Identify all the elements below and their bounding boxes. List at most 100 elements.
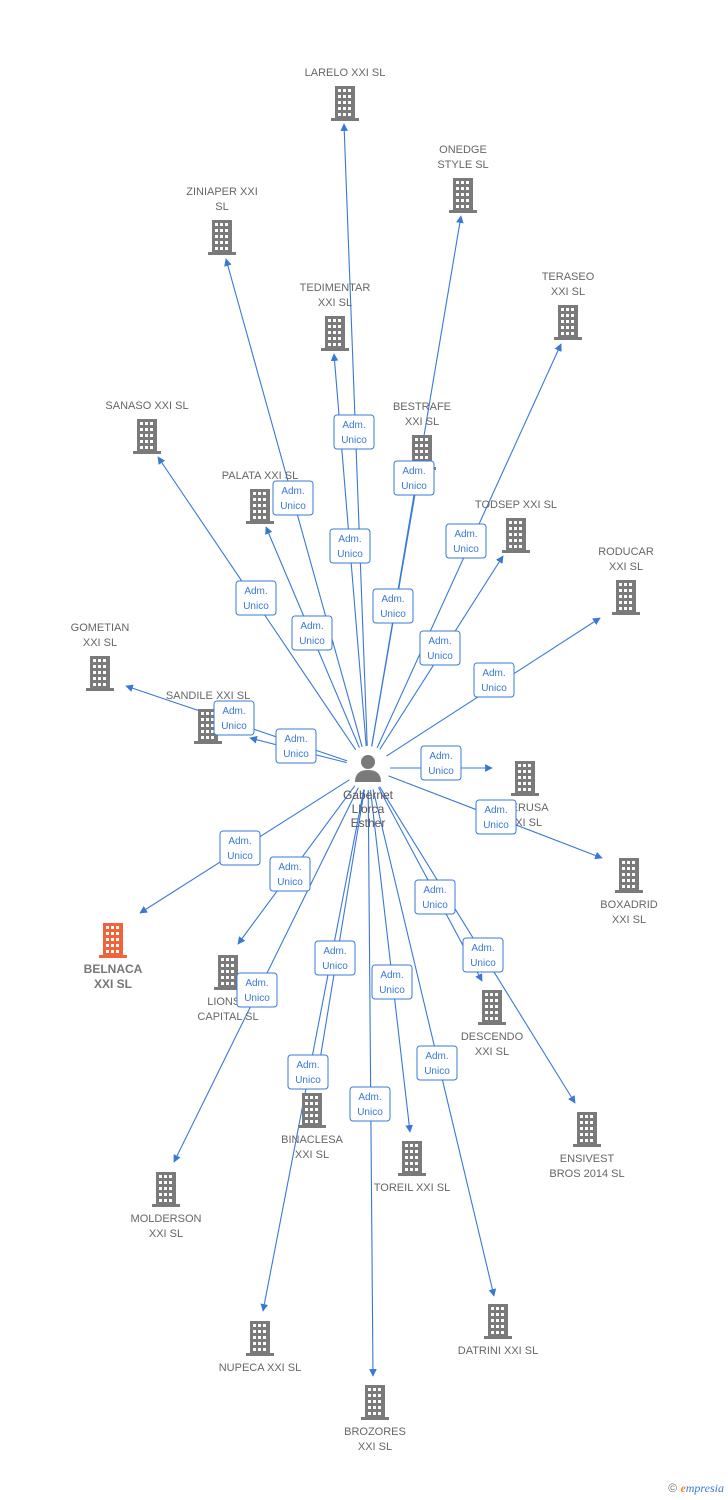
company-name-roducar: XXI SL	[609, 561, 643, 573]
company-node-palata[interactable]: PALATA XXI SL	[222, 470, 298, 524]
company-name-ensivest: BROS 2014 SL	[549, 1168, 624, 1180]
edge-label-text: Adm.	[381, 594, 404, 605]
building-icon	[484, 1304, 512, 1339]
building-icon	[298, 1093, 326, 1128]
edge-label-text: Unico	[481, 683, 507, 694]
building-icon	[478, 990, 506, 1025]
edge-label-adm-unico[interactable]: Adm.Unico	[236, 972, 278, 1008]
edge-label-text: Unico	[427, 651, 453, 662]
edge-label-adm-unico[interactable]: Adm.Unico	[314, 940, 356, 976]
edge-label-text: Adm.	[425, 1051, 448, 1062]
company-node-toreil[interactable]: TOREIL XXI SL	[374, 1141, 450, 1194]
edge-label-adm-unico[interactable]: Adm.Unico	[349, 1086, 391, 1122]
building-icon	[86, 656, 114, 691]
company-name-teraseo: XXI SL	[551, 286, 585, 298]
edge-label-adm-unico[interactable]: Adm.Unico	[371, 964, 413, 1000]
company-name-onedge: STYLE SL	[437, 159, 488, 171]
company-node-onedge[interactable]: ONEDGE STYLE SL	[437, 144, 489, 213]
edge-label-adm-unico[interactable]: Adm.Unico	[291, 615, 333, 651]
edge-label-adm-unico[interactable]: Adm.Unico	[213, 700, 255, 736]
edge-label-text: Adm.	[484, 805, 507, 816]
edge-label-adm-unico[interactable]: Adm.Unico	[235, 580, 277, 616]
edge-label-adm-unico[interactable]: Adm. Unico	[393, 460, 435, 496]
company-name-descendo: DESCENDO	[461, 1031, 524, 1043]
edge-label-text: Adm.	[244, 586, 267, 597]
person-name: Llorca	[352, 802, 385, 816]
edge-label-text: Unico	[428, 766, 454, 777]
company-name-bestrafe: BESTRAFE	[393, 401, 451, 413]
edge-label-text: Adm.	[338, 534, 361, 545]
edge-label-adm-unico[interactable]: Adm.Unico	[416, 1045, 458, 1081]
company-name-roducar: RODUCAR	[598, 546, 654, 558]
building-icon	[554, 305, 582, 340]
edge-label-adm-unico[interactable]: Adm.Unico	[272, 480, 314, 516]
edge-label-text: Unico	[483, 820, 509, 831]
company-node-larelo[interactable]: LARELO XXI SL	[305, 67, 386, 121]
company-name-gometian: GOMETIAN	[71, 622, 130, 634]
edge-label-text: Unico	[295, 1075, 321, 1086]
edge-label-adm-unico[interactable]: Adm.Unico	[275, 728, 317, 764]
building-icon	[208, 220, 236, 255]
building-icon	[194, 709, 222, 744]
company-node-descendo[interactable]: DESCENDO XXI SL	[461, 990, 524, 1058]
company-name-larelo: LARELO XXI SL	[305, 67, 386, 79]
building-icon	[361, 1385, 389, 1420]
edge-labels-layer: Adm.UnicoAdm.UnicoAdm.UnicoAdm.UnicoAdm.…	[213, 414, 517, 1122]
company-name-toreil: TOREIL XXI SL	[374, 1182, 450, 1194]
building-icon	[398, 1141, 426, 1176]
person-name: Gabernet	[343, 788, 394, 802]
edge-label-adm-unico[interactable]: Adm.Unico	[473, 662, 515, 698]
building-icon	[246, 489, 274, 524]
edge-label-text: Adm.	[228, 836, 251, 847]
edge-label-text: Adm.	[284, 734, 307, 745]
edge-label-text: Adm.	[402, 466, 425, 477]
edge-label-adm-unico[interactable]: Adm.Unico	[269, 856, 311, 892]
copyright-symbol: ©	[668, 1481, 678, 1495]
edge-label-adm-unico[interactable]: Adm.Unico	[333, 414, 375, 450]
company-name-brozores: XXI SL	[358, 1441, 392, 1453]
company-node-todsep[interactable]: TODSEP XXI SL	[475, 499, 557, 553]
company-node-nupeca[interactable]: NUPECA XXI SL	[219, 1321, 302, 1374]
edge-label-adm-unico[interactable]: Adm. Unico	[287, 1054, 329, 1090]
company-node-sandile[interactable]: SANDILE XXI SL	[166, 690, 250, 744]
edge-label-adm-unico[interactable]: Adm. Unico	[475, 799, 517, 835]
empresia-logo[interactable]: empresia	[680, 1481, 724, 1495]
company-node-roducar[interactable]: RODUCAR XXI SL	[598, 546, 654, 615]
edge-label-text: Unico	[277, 877, 303, 888]
edge-label-text: Adm.	[423, 885, 446, 896]
company-node-sanaso[interactable]: SANASO XXI SL	[105, 400, 189, 454]
company-name-onedge: ONEDGE	[439, 144, 487, 156]
edge-label-text: Unico	[379, 985, 405, 996]
edge-label-adm-unico[interactable]: Adm.Unico	[462, 937, 504, 973]
edge-label-text: Adm.	[296, 1060, 319, 1071]
company-name-todsep: TODSEP XXI SL	[475, 499, 557, 511]
edge-label-text: Unico	[221, 721, 247, 732]
edge-label-adm-unico[interactable]: Adm. Unico	[372, 588, 414, 624]
edge-label-adm-unico[interactable]: Adm.Unico	[445, 523, 487, 559]
edge-label-adm-unico[interactable]: Adm.Unico	[414, 879, 456, 915]
edge-label-adm-unico[interactable]: Adm.Unico	[420, 745, 462, 781]
company-name-descendo: XXI SL	[475, 1046, 509, 1058]
edge-label-text: Unico	[401, 481, 427, 492]
company-name-ziniaper: ZINIAPER XXI	[186, 186, 258, 198]
building-icon	[331, 86, 359, 121]
person-icon	[355, 755, 381, 782]
edge-label-text: Unico	[453, 544, 479, 555]
edge-label-adm-unico[interactable]: Adm.Unico	[219, 830, 261, 866]
edge-label-text: Unico	[380, 609, 406, 620]
edge-label-adm-unico[interactable]: Adm.Unico	[329, 528, 371, 564]
edge-label-adm-unico[interactable]: Adm.Unico	[419, 630, 461, 666]
company-node-datrini[interactable]: DATRINI XXI SL	[458, 1304, 538, 1357]
